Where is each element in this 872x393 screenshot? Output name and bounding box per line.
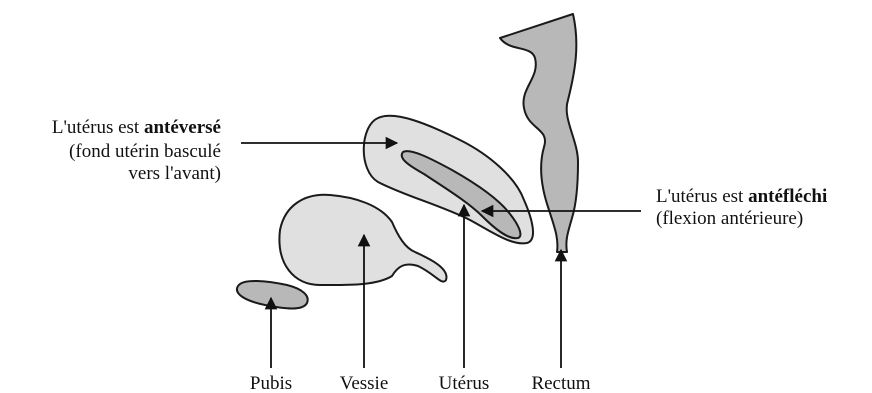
- anteverse-keyword: antéversé: [144, 117, 221, 138]
- rectum-label: Rectum: [531, 373, 590, 393]
- anteverse-label-line2: (fond utérin basculé: [69, 141, 221, 162]
- anteverse-label-line1: L'utérus est antéversé: [52, 117, 221, 138]
- uterus-label: Utérus: [439, 373, 490, 393]
- antefléchi-prefix: L'utérus est: [656, 186, 748, 207]
- pubis-shape: [237, 281, 308, 309]
- antefléchi-label-line1: L'utérus est antéfléchi: [656, 186, 827, 207]
- antefléchi-label-line2: (flexion antérieure): [656, 208, 803, 229]
- anteverse-label-line3: vers l'avant): [128, 163, 221, 184]
- pubis-label: Pubis: [250, 373, 292, 393]
- vessie-label: Vessie: [340, 373, 389, 393]
- anteverse-prefix: L'utérus est: [52, 117, 144, 138]
- vessie-shape: [279, 195, 446, 285]
- antefléchi-keyword: antéfléchi: [748, 186, 827, 207]
